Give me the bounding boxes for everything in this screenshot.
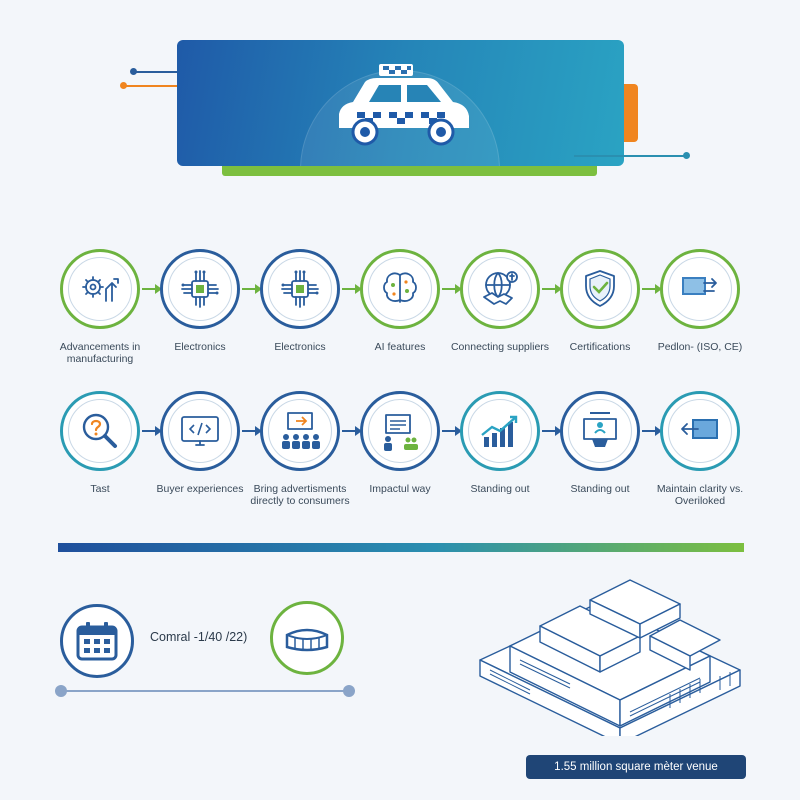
process-step-inner — [68, 399, 132, 463]
search-question-icon — [78, 409, 122, 453]
flow-arrow — [142, 284, 162, 294]
process-step-row1-2 — [160, 249, 240, 329]
process-step-row2-1 — [60, 391, 140, 471]
arrow-screen-icon — [678, 409, 722, 453]
flow-arrow — [142, 426, 162, 436]
handshake-globe-icon — [478, 267, 522, 311]
process-step-label: Advancements in manufacturing — [59, 341, 141, 365]
circuit-chip-icon — [178, 267, 222, 311]
ai-brain-icon — [378, 267, 422, 311]
process-step-row1-4 — [360, 249, 440, 329]
venue-size-text: 1.55 million square mèter venue — [554, 761, 718, 773]
process-step-inner — [468, 257, 532, 321]
process-step-label: Tast — [90, 483, 110, 495]
process-step-inner — [468, 399, 532, 463]
decor-dot-blue — [130, 68, 137, 75]
decor-line-orange — [124, 85, 179, 87]
process-step-label: Pedlon- (ISO, CE) — [657, 341, 743, 353]
hero-accent-orange — [622, 84, 638, 142]
bar-chart-growth-icon — [478, 409, 522, 453]
process-step-label: Maintain clarity vs. Overiloked — [656, 483, 744, 507]
process-step-inner — [668, 257, 732, 321]
circuit-chip-icon — [278, 267, 322, 311]
podium-screen-icon — [578, 409, 622, 453]
process-step-label: Standing out — [470, 483, 530, 495]
process-step-inner — [568, 399, 632, 463]
flow-arrow — [342, 426, 362, 436]
process-step-label: Buyer experiences — [156, 483, 244, 495]
monitor-arrow-icon — [678, 267, 722, 311]
process-step-label: Certifications — [569, 341, 631, 353]
section-divider — [58, 543, 744, 552]
timeline-line — [60, 690, 350, 692]
process-step-inner — [168, 257, 232, 321]
flow-arrow — [442, 426, 462, 436]
process-step-label: Connecting suppliers — [450, 341, 550, 353]
process-step-label: AI features — [374, 341, 426, 353]
flow-arrow — [442, 284, 462, 294]
decor-line-blue — [134, 71, 218, 73]
flow-arrow — [242, 284, 262, 294]
process-step-inner — [268, 399, 332, 463]
event-date: Comral -1/40 /22) — [150, 630, 248, 644]
presenter-icon — [378, 409, 422, 453]
process-step-row2-4 — [360, 391, 440, 471]
process-step-label: Impactul way — [369, 483, 431, 495]
process-step-row2-5 — [460, 391, 540, 471]
venue-size-badge: 1.55 million square mèter venue — [526, 755, 746, 779]
isometric-building-icon — [479, 579, 741, 736]
taxi-icon — [339, 64, 469, 146]
process-step-row1-1 — [60, 249, 140, 329]
calendar-circle — [60, 604, 134, 678]
gear-growth-icon — [78, 267, 122, 311]
process-step-label: Electronics — [274, 341, 326, 353]
process-step-inner — [568, 257, 632, 321]
decor-line-teal — [574, 155, 686, 157]
process-step-row2-3 — [260, 391, 340, 471]
flow-arrow — [242, 426, 262, 436]
stadium-icon — [285, 628, 329, 652]
process-step-row1-6 — [560, 249, 640, 329]
process-step-inner — [368, 257, 432, 321]
process-step-label: Electronics — [174, 341, 226, 353]
process-step-inner — [668, 399, 732, 463]
process-step-row1-3 — [260, 249, 340, 329]
process-step-label: Bring advertisments directly to consumer… — [250, 483, 350, 507]
timeline-end-dot — [343, 685, 355, 697]
process-step-inner — [368, 399, 432, 463]
process-step-label: Standing out — [570, 483, 630, 495]
flow-arrow — [542, 284, 562, 294]
process-step-row2-7 — [660, 391, 740, 471]
process-step-inner — [268, 257, 332, 321]
code-monitor-icon — [178, 409, 222, 453]
flow-arrow — [642, 284, 662, 294]
timeline-start-dot — [55, 685, 67, 697]
flow-arrow — [342, 284, 362, 294]
hero-accent-green — [222, 164, 597, 176]
shield-badge-icon — [578, 267, 622, 311]
venue-circle — [270, 601, 344, 675]
audience-screen-icon — [278, 409, 322, 453]
decor-dot-orange — [120, 82, 127, 89]
process-step-inner — [168, 399, 232, 463]
process-step-row1-5 — [460, 249, 540, 329]
process-step-row2-2 — [160, 391, 240, 471]
process-step-row2-6 — [560, 391, 640, 471]
flow-arrow — [542, 426, 562, 436]
process-step-inner — [68, 257, 132, 321]
hero-banner — [177, 40, 624, 166]
calendar-icon — [76, 622, 118, 661]
decor-dot-teal — [683, 152, 690, 159]
flow-arrow — [642, 426, 662, 436]
process-step-row1-7 — [660, 249, 740, 329]
